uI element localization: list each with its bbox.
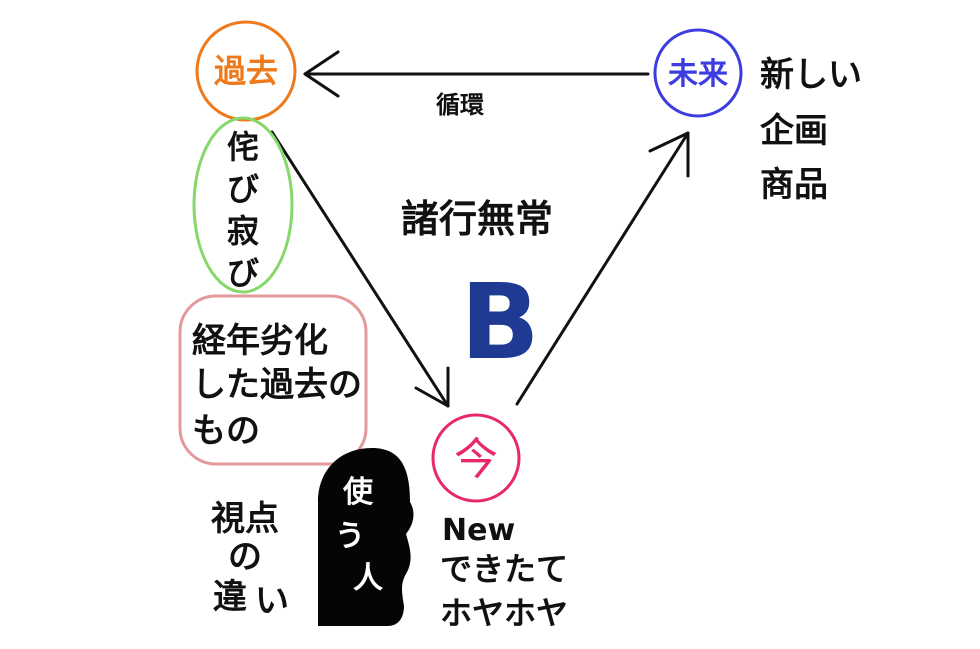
wabi-sabi-char: 寂 <box>227 212 259 250</box>
future-note: 新しい 企画 商品 <box>760 55 862 205</box>
present-note: New できたて ホヤホヤ <box>440 513 568 632</box>
present-note-line3: ホヤホヤ <box>440 594 568 632</box>
present-note-line2: できたて <box>440 550 568 588</box>
future-note-line2: 企画 <box>760 111 828 151</box>
past-label: 過去 <box>214 52 278 90</box>
wabi-sabi-char: び <box>227 254 259 292</box>
user-figure-char: う <box>335 519 365 554</box>
future-note-line1: 新しい <box>760 55 862 95</box>
viewpoint-line: 違 <box>213 577 247 617</box>
wabi-sabi-char: び <box>227 170 259 208</box>
node-present: 今 <box>431 413 521 503</box>
wabi-sabi-ring <box>192 116 294 294</box>
present-ring <box>431 413 521 503</box>
future-ring <box>653 28 743 118</box>
aged-things-ring <box>178 294 368 466</box>
person-silhouette-icon: 使 う 人 <box>318 448 414 626</box>
viewpoint-line: の <box>228 537 262 577</box>
aged-things-line2: した過去の <box>192 365 362 405</box>
viewpoint-group: 視点 の 違 い <box>211 499 289 621</box>
arrow-present-to-future <box>515 131 690 406</box>
user-figure-char: 使 <box>342 475 374 510</box>
past-ring <box>195 20 297 122</box>
arrow-past-to-present <box>270 130 450 408</box>
aged-things-group: 経年劣化 した過去の もの <box>178 294 368 466</box>
user-figure-char: 人 <box>353 561 383 596</box>
aged-things-line1: 経年劣化 <box>192 321 328 361</box>
cycle-label: 循環 <box>436 91 485 119</box>
wabi-sabi-group: 侘 び 寂 び <box>192 116 294 294</box>
center-letter: B <box>460 261 539 383</box>
future-label: 未来 <box>668 57 728 92</box>
present-note-line1: New <box>442 513 515 548</box>
future-note-line3: 商品 <box>760 165 828 205</box>
present-label: 今 <box>454 434 498 485</box>
node-future: 未来 <box>653 28 743 118</box>
wabi-sabi-char: 侘 <box>227 128 259 166</box>
viewpoint-line: 視点 <box>211 499 279 539</box>
arrow-future-to-past <box>303 50 650 98</box>
viewpoint-line: い <box>255 581 289 621</box>
node-past: 過去 <box>195 20 297 122</box>
center-phrase: 諸行無常 <box>401 197 553 241</box>
aged-things-line3: もの <box>192 411 260 451</box>
